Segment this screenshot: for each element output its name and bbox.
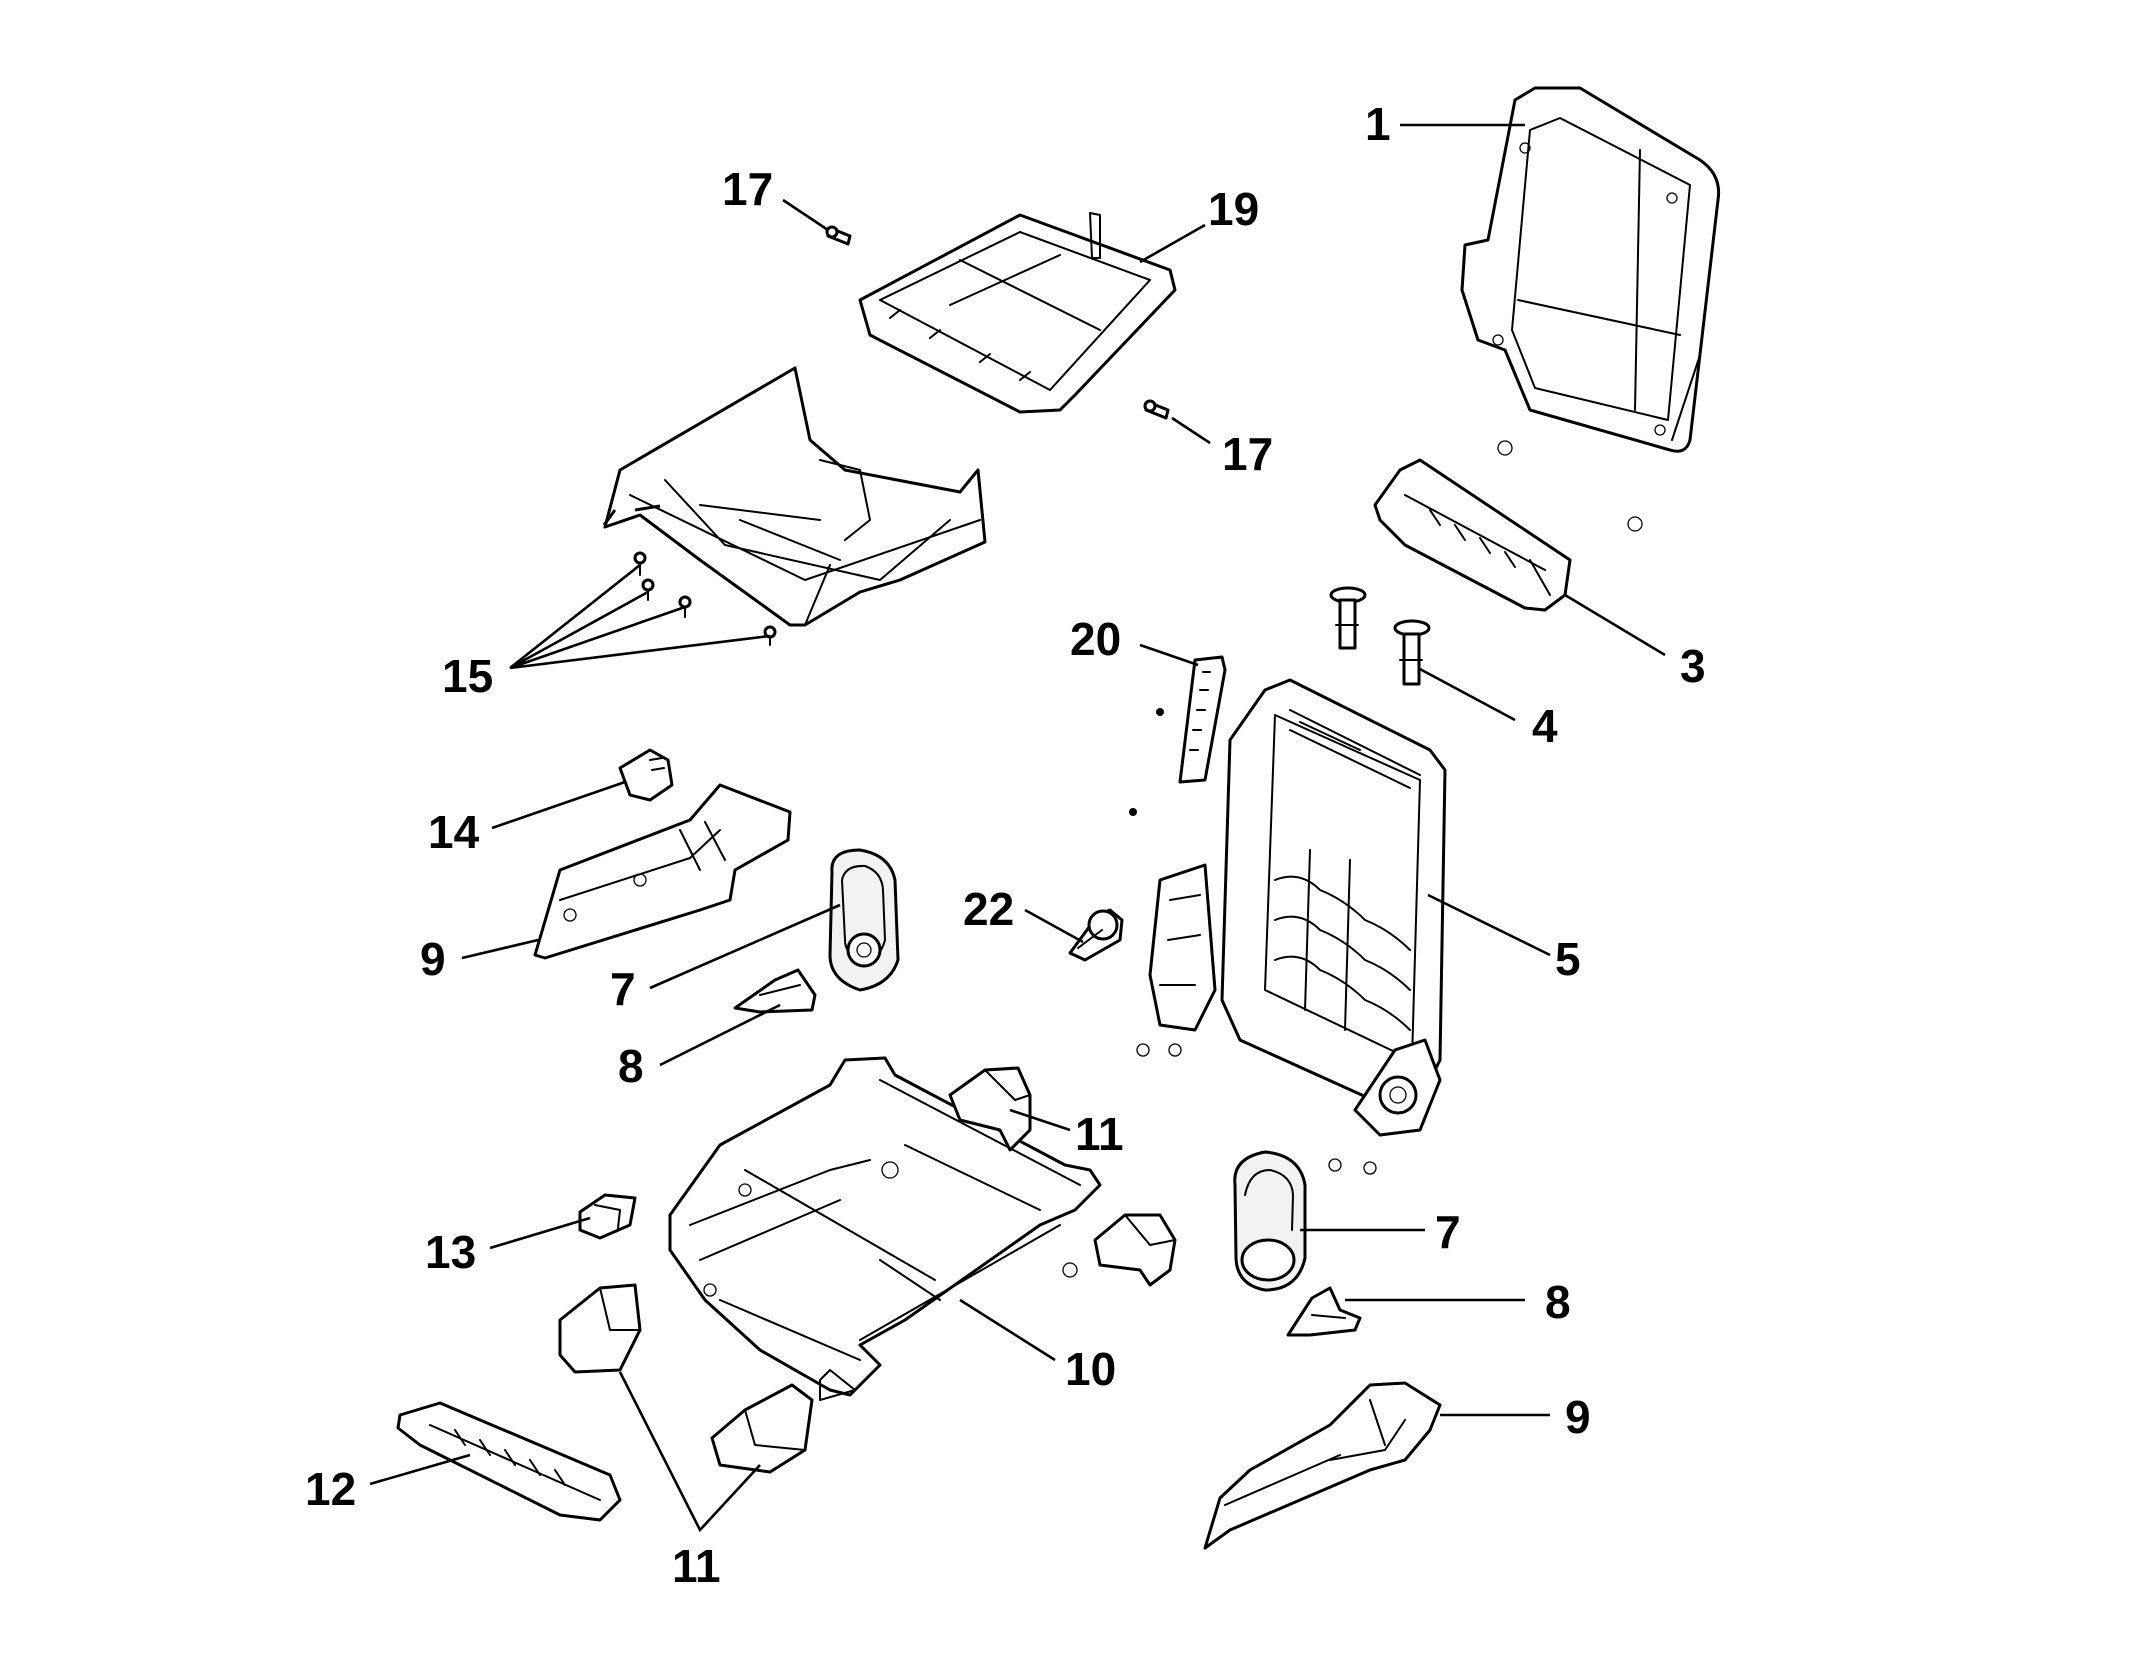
- part-side-shield-left: [533, 783, 792, 960]
- leader-14: [491, 780, 626, 830]
- callout-10: 10: [1065, 1343, 1116, 1395]
- part-trim-strip: [1129, 655, 1227, 816]
- leader-19: [1139, 223, 1206, 264]
- callout-11a: 11: [1075, 1108, 1124, 1160]
- callout-3: 3: [1680, 640, 1706, 692]
- part-cover-11d: [710, 1383, 814, 1474]
- callout-13: 13: [425, 1226, 476, 1278]
- part-recliner-cover-left: [828, 848, 900, 992]
- callout-14: 14: [428, 806, 480, 858]
- callout-12: 12: [305, 1463, 356, 1515]
- part-small-trim-left: [733, 968, 817, 1014]
- part-seat-back-panel: [1460, 86, 1721, 453]
- callout-9a: 9: [420, 933, 446, 985]
- callout-4: 4: [1532, 700, 1558, 752]
- leader-12: [369, 1453, 471, 1486]
- leader-10: [959, 1298, 1056, 1362]
- leader-4: [1417, 666, 1516, 722]
- part-seat-track: [668, 1056, 1102, 1401]
- leader-lines: [369, 123, 1666, 1533]
- part-trim-rail: [396, 1401, 622, 1522]
- part-cover-11c: [558, 1283, 642, 1374]
- callout-1: 1: [1365, 98, 1391, 150]
- part-recliner-cover-right: [1233, 1150, 1307, 1292]
- part-cushion-bucket: [602, 366, 987, 646]
- leader-17b: [1171, 416, 1211, 445]
- leader-17a: [782, 198, 829, 232]
- leader-7a: [649, 903, 841, 990]
- callout-9b: 9: [1565, 1391, 1591, 1443]
- leader-3: [1564, 593, 1666, 657]
- part-clip-14: [618, 748, 674, 802]
- part-seat-back-frame: [1136, 678, 1447, 1175]
- part-bracket-13: [578, 1193, 637, 1240]
- callout-17b: 17: [1222, 428, 1273, 480]
- leader-8a: [659, 1003, 781, 1067]
- screw-group-15: [633, 551, 777, 646]
- part-fastener-17b: [1143, 399, 1170, 420]
- part-cushion-frame: [858, 212, 1177, 414]
- callout-22: 22: [963, 883, 1014, 935]
- callout-20: 20: [1070, 613, 1121, 665]
- leader-13: [489, 1216, 591, 1250]
- callout-17a: 17: [722, 163, 773, 215]
- leader-15: [509, 563, 771, 670]
- callout-5: 5: [1555, 933, 1581, 985]
- callout-8b: 8: [1545, 1276, 1571, 1328]
- callout-19: 19: [1208, 183, 1259, 235]
- callout-8a: 8: [618, 1040, 644, 1092]
- leader-22: [1024, 908, 1084, 944]
- callout-labels: 1 3 4 5 7 7 8 8 9 9 10 11 11 12 13 14 15…: [305, 98, 1706, 1592]
- leader-11a: [1009, 1108, 1071, 1132]
- part-knob: [1068, 908, 1124, 962]
- leader-20: [1139, 643, 1199, 667]
- callout-15: 15: [442, 650, 493, 702]
- callout-7b: 7: [1435, 1206, 1461, 1258]
- leader-9a: [461, 938, 539, 960]
- part-small-trim-right: [1286, 1286, 1362, 1337]
- callout-11b: 11: [672, 1540, 721, 1592]
- part-headrest-guides: [1329, 586, 1431, 686]
- leader-11b: [618, 1371, 761, 1533]
- part-cover-11a: [948, 1066, 1032, 1152]
- part-side-shield-right: [1203, 1381, 1442, 1550]
- leader-5: [1427, 893, 1551, 957]
- callout-7a: 7: [610, 963, 636, 1015]
- part-cover-11b: [1093, 1213, 1177, 1287]
- part-fastener-17a: [825, 225, 852, 246]
- part-lower-trim-bracket: [1373, 440, 1643, 612]
